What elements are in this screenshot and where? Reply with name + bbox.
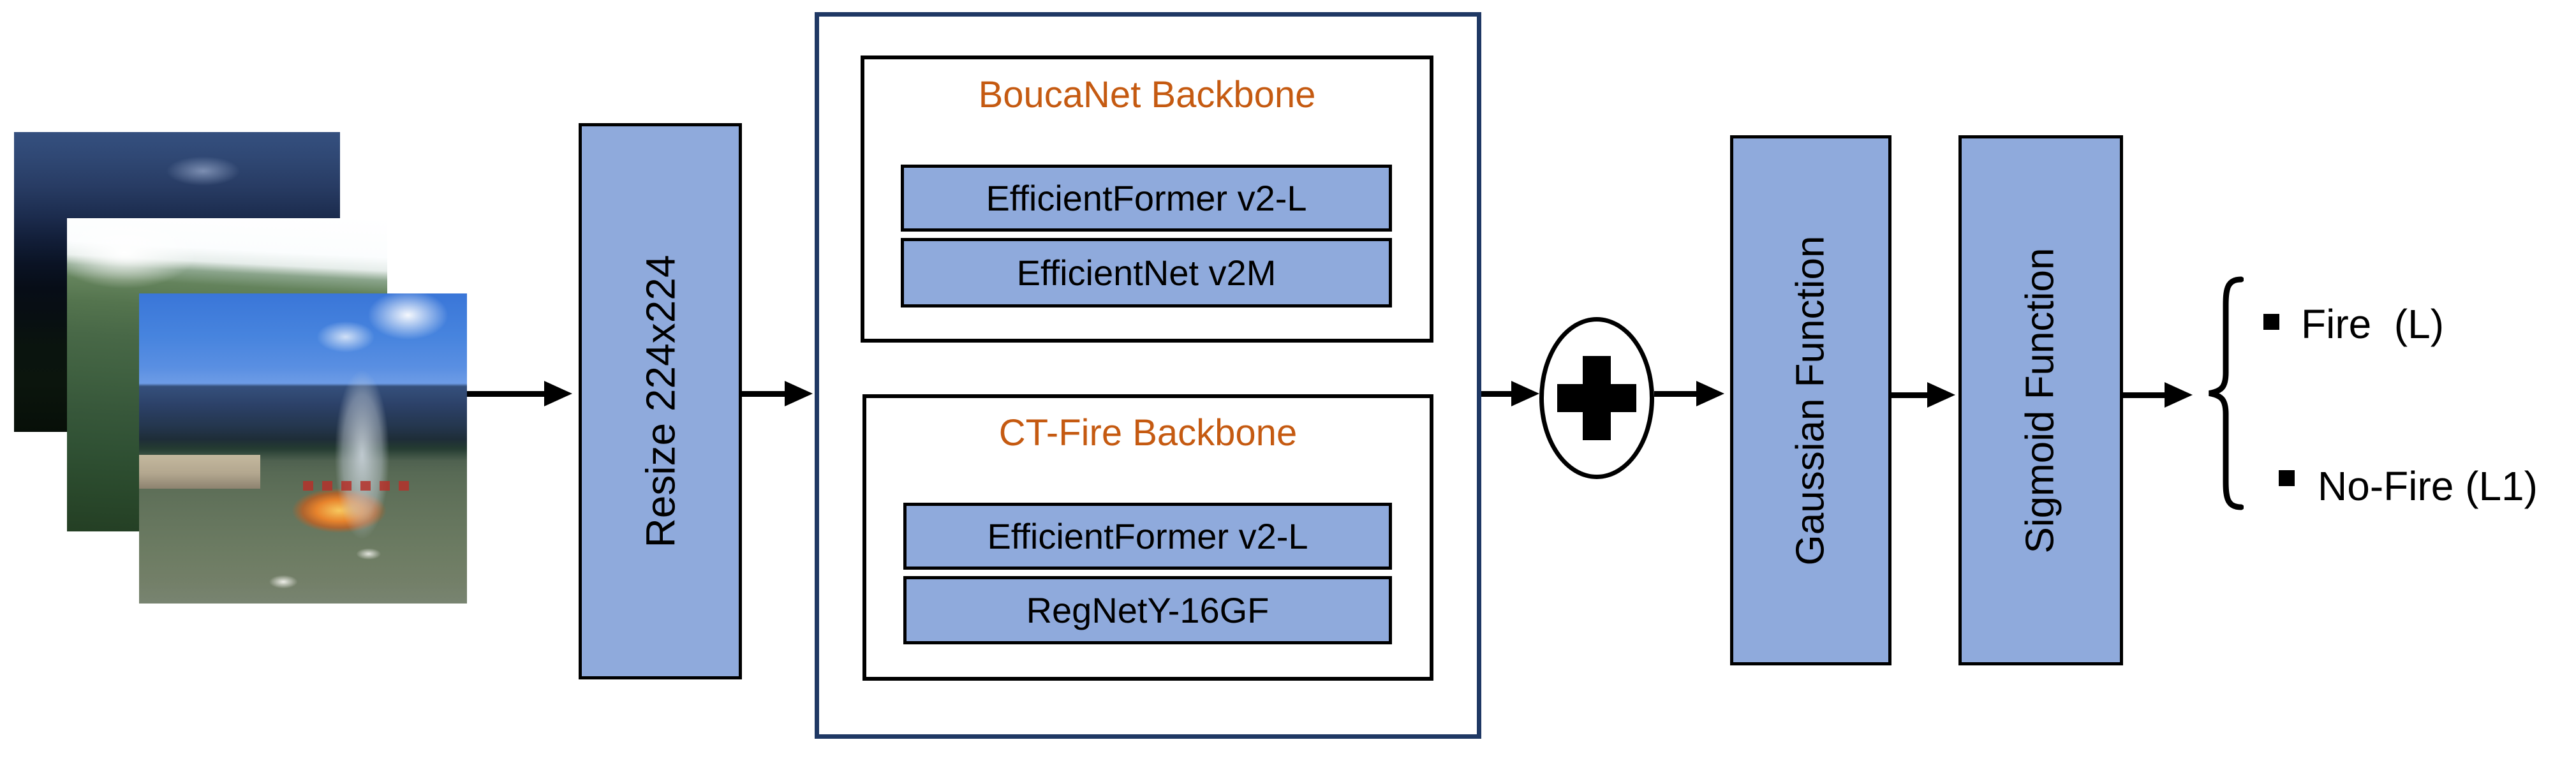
output-label-no-fire: No-Fire (L1) (2318, 463, 2538, 509)
arrow-shaft (1891, 392, 1927, 398)
model-label: EfficientFormer v2-L (987, 516, 1308, 556)
fusion-node (1539, 317, 1654, 479)
model-box-efficientformer-v2l: EfficientFormer v2-L (903, 503, 1392, 570)
flow-arrow-backbones-to-fusion (1481, 381, 1539, 406)
flow-arrow-resize-to-backbones (742, 381, 813, 406)
arrow-shaft (467, 390, 544, 397)
output-label-fire: Fire (L) (2301, 301, 2444, 347)
boucanet-backbone-box: BoucaNet Backbone EfficientFormer v2-L E… (861, 56, 1433, 343)
resize-label: Resize 224x224 (637, 255, 683, 548)
arrow-head-icon (2165, 382, 2193, 408)
photo-building-shape (139, 454, 261, 489)
model-label: RegNetY-16GF (1026, 590, 1269, 630)
model-label: EfficientFormer v2-L (986, 178, 1307, 218)
backbones-container: BoucaNet Backbone EfficientFormer v2-L E… (815, 12, 1481, 739)
photo-firetrucks-shape (303, 481, 411, 491)
flow-arrow-fusion-to-gaussian (1654, 381, 1724, 406)
sigmoid-function-label: Sigmoid Function (2018, 247, 2062, 554)
arrow-head-icon (544, 381, 572, 406)
arrow-shaft (2123, 392, 2165, 398)
boucanet-backbone-title: BoucaNet Backbone (978, 74, 1316, 115)
output-brace-icon (2209, 276, 2244, 510)
arrow-head-icon (1696, 381, 1724, 406)
gaussian-function-node: Gaussian Function (1730, 135, 1891, 665)
model-box-efficientformer-v2l: EfficientFormer v2-L (901, 165, 1392, 232)
arrow-shaft (1654, 390, 1696, 397)
fusion-plus-icon (1583, 356, 1611, 440)
model-label: EfficientNet v2M (1016, 253, 1277, 293)
bullet-square-icon (2263, 314, 2279, 330)
arrow-head-icon (1927, 382, 1955, 408)
model-box-efficientnet-v2m: EfficientNet v2M (901, 238, 1392, 307)
input-photo-field-fire-smoke-icon (139, 293, 467, 604)
arrow-shaft (742, 390, 785, 397)
gaussian-function-label: Gaussian Function (1788, 235, 1833, 565)
flow-arrow-gaussian-to-sigmoid (1891, 382, 1955, 408)
arrow-shaft (1481, 390, 1511, 397)
arrow-head-icon (785, 381, 813, 406)
ctfire-backbone-title: CT-Fire Backbone (998, 412, 1298, 454)
sigmoid-function-node: Sigmoid Function (1958, 135, 2123, 665)
arrow-head-icon (1511, 381, 1539, 406)
model-box-regnety-16gf: RegNetY-16GF (903, 576, 1392, 644)
ctfire-backbone-box: CT-Fire Backbone EfficientFormer v2-L Re… (862, 394, 1433, 681)
resize-node: Resize 224x224 (579, 123, 742, 679)
bullet-square-icon (2279, 470, 2295, 486)
flow-arrow-sigmoid-to-outputs (2123, 382, 2193, 408)
flow-arrow-input-to-resize (467, 381, 572, 406)
